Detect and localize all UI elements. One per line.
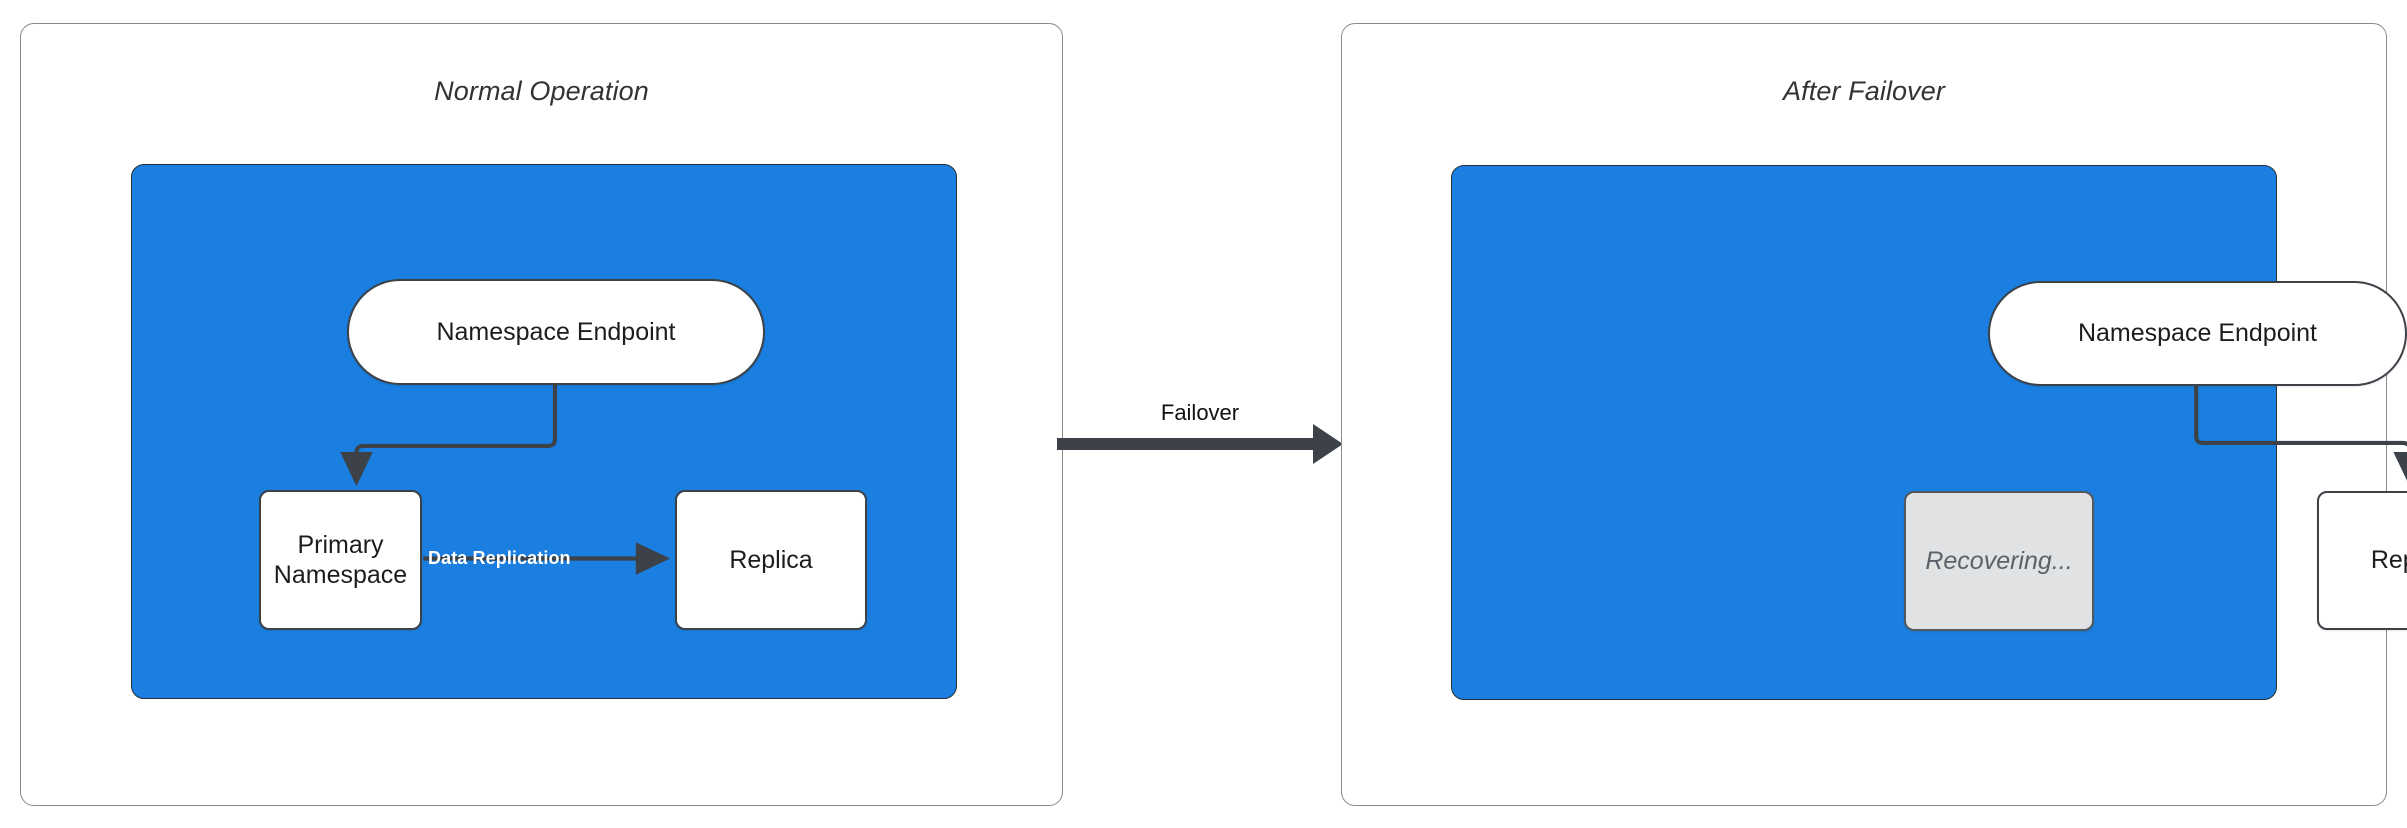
node-replica-right[interactable]: Replica — [2317, 491, 2407, 630]
node-label: Namespace Endpoint — [436, 317, 676, 346]
region-after-failover: Namespace Endpoint Recovering... Replica — [1451, 165, 2407, 700]
node-label-line2: Namespace — [273, 561, 408, 589]
node-label: Replica — [2370, 546, 2407, 575]
node-label: Namespace Endpoint — [2077, 319, 2318, 348]
failover-label: Failover — [1160, 400, 1240, 425]
panel-left-title: Normal Operation — [434, 76, 649, 106]
right-connectors — [2194, 385, 2407, 487]
node-label: Replica — [729, 545, 813, 574]
node-label: Recovering... — [1925, 546, 2073, 575]
panel-after-failover: After Failover Namespace Endpoint Recove… — [1341, 23, 2407, 806]
failover-arrow — [1057, 424, 1343, 464]
panel-right-title: After Failover — [1783, 76, 1945, 106]
node-recovering[interactable]: Recovering... — [1904, 491, 2094, 631]
edge-label-data-replication: Data Replication — [428, 548, 571, 568]
panel-normal-operation: Normal Operation Namespace Endpoint Prim… — [20, 23, 1063, 806]
node-replica-left[interactable]: Replica — [675, 490, 867, 630]
node-namespace-endpoint-left[interactable]: Namespace Endpoint — [347, 279, 765, 385]
node-label-line1: Primary — [297, 530, 384, 559]
node-namespace-endpoint-right[interactable]: Namespace Endpoint — [1988, 281, 2407, 386]
